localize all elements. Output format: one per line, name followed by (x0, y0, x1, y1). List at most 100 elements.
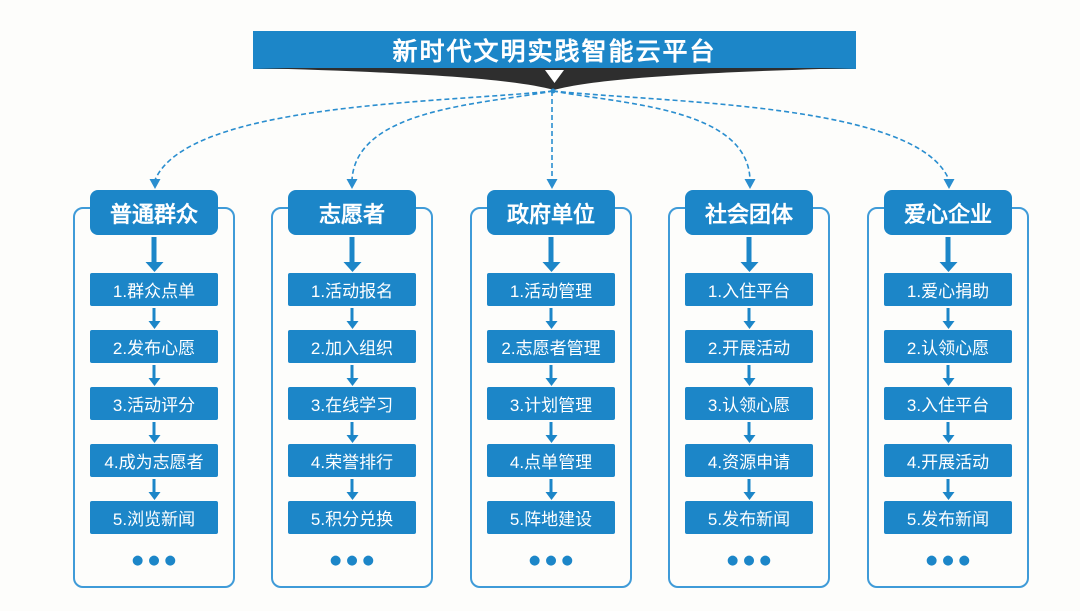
role-header-label: 志愿者 (318, 201, 385, 227)
step-label: 3.认领心愿 (707, 396, 791, 415)
step-box: 2.开展活动 (685, 330, 813, 363)
step-box: 3.认领心愿 (685, 387, 813, 420)
ellipsis-dots: ●●● (528, 553, 579, 568)
platform-title: 新时代文明实践智能云平台 (392, 38, 717, 66)
step-box: 1.活动报名 (288, 273, 416, 306)
role-header: 政府单位 (487, 190, 615, 235)
ellipsis-dots: ●●● (925, 553, 976, 568)
down-arrow-icon (152, 308, 156, 321)
role-header: 普通群众 (90, 190, 218, 235)
step-box: 4.成为志愿者 (90, 444, 218, 477)
step-label: 2.认领心愿 (906, 339, 990, 358)
arrowhead-icon (943, 179, 955, 189)
step-box: 4.点单管理 (487, 444, 615, 477)
step-label: 1.群众点单 (112, 282, 196, 301)
step-box: 5.发布新闻 (685, 501, 813, 534)
down-arrow-icon (946, 479, 950, 492)
dashed-connectors (149, 88, 955, 189)
role-header-label: 普通群众 (109, 201, 198, 227)
step-label: 1.活动管理 (509, 282, 593, 301)
step-label: 2.加入组织 (310, 339, 394, 358)
step-label: 4.点单管理 (509, 453, 593, 472)
step-label: 2.开展活动 (707, 339, 791, 358)
step-label: 3.活动评分 (112, 396, 196, 415)
down-arrow-icon (350, 365, 354, 378)
down-arrow-icon (549, 479, 553, 492)
step-box: 2.志愿者管理 (487, 330, 615, 363)
step-label: 1.入住平台 (707, 282, 791, 301)
role-header-label: 社会团体 (704, 201, 793, 227)
arrowhead-icon (346, 179, 358, 189)
step-box: 2.发布心愿 (90, 330, 218, 363)
down-arrow-icon (549, 308, 553, 321)
step-box: 4.资源申请 (685, 444, 813, 477)
dashed-connector-col-5 (552, 90, 950, 181)
step-label: 2.志愿者管理 (501, 339, 601, 358)
step-label: 1.活动报名 (310, 282, 394, 301)
step-label: 5.发布新闻 (707, 510, 791, 529)
down-caret-icon (545, 70, 564, 83)
down-arrow-icon (747, 479, 751, 492)
step-label: 3.在线学习 (310, 396, 394, 415)
down-arrow-icon (152, 422, 156, 435)
role-header-label: 政府单位 (506, 201, 595, 227)
down-arrow-icon (946, 365, 950, 378)
role-column-5: 爱心企业 ●●● 1.爱心捐助 2.认领心愿 3.入住平台 4.开展活动 5.发布新闻 (867, 190, 1029, 594)
step-box: 4.开展活动 (884, 444, 1012, 477)
step-box: 2.认领心愿 (884, 330, 1012, 363)
step-box: 5.发布新闻 (884, 501, 1012, 534)
role-column-1: 普通群众 ●●● 1.群众点单 2.发布心愿 3.活动评分 4.成为志愿者 5.浏览新闻 (73, 190, 235, 594)
role-header: 社会团体 (685, 190, 813, 235)
down-arrow-icon (152, 479, 156, 492)
down-arrow-icon (747, 308, 751, 321)
down-arrow-icon (946, 422, 950, 435)
arrowhead-icon (744, 179, 756, 189)
arrowhead-icon (149, 179, 161, 189)
step-label: 5.阵地建设 (509, 510, 593, 529)
step-label: 2.发布心愿 (112, 339, 196, 358)
down-arrow-icon (349, 237, 355, 262)
arrowhead-icon (546, 179, 558, 189)
step-box: 3.计划管理 (487, 387, 615, 420)
down-arrow-icon (747, 365, 751, 378)
step-label: 4.资源申请 (707, 453, 791, 472)
step-box: 1.爱心捐助 (884, 273, 1012, 306)
ellipsis-dots: ●●● (329, 553, 380, 568)
down-arrow-icon (548, 237, 554, 262)
step-label: 1.爱心捐助 (906, 282, 990, 301)
ellipsis-dots: ●●● (131, 553, 182, 568)
step-box: 1.群众点单 (90, 273, 218, 306)
down-arrow-icon (549, 422, 553, 435)
platform-title-banner: 新时代文明实践智能云平台 (253, 31, 856, 69)
step-label: 3.计划管理 (509, 396, 593, 415)
down-arrow-icon (747, 422, 751, 435)
step-box: 4.荣誉排行 (288, 444, 416, 477)
down-arrow-icon (350, 308, 354, 321)
step-box: 3.活动评分 (90, 387, 218, 420)
role-header: 志愿者 (288, 190, 416, 235)
step-box: 1.入住平台 (685, 273, 813, 306)
step-label: 4.荣誉排行 (310, 453, 394, 472)
down-arrow-icon (946, 308, 950, 321)
down-arrow-icon (151, 237, 157, 262)
step-label: 5.浏览新闻 (112, 510, 196, 529)
dashed-connector-col-4 (552, 90, 751, 181)
down-arrow-icon (350, 479, 354, 492)
step-box: 2.加入组织 (288, 330, 416, 363)
step-box: 5.阵地建设 (487, 501, 615, 534)
step-label: 4.成为志愿者 (104, 453, 204, 472)
down-arrow-icon (350, 422, 354, 435)
dashed-connector-col-2 (351, 90, 554, 181)
down-arrow-icon (152, 365, 156, 378)
role-column-3: 政府单位 ●●● 1.活动管理 2.志愿者管理 3.计划管理 4.点单管理 5.阵地建设 (470, 190, 632, 594)
banner-ribbon (253, 68, 856, 90)
step-label: 3.入住平台 (906, 396, 990, 415)
down-arrow-icon (549, 365, 553, 378)
step-box: 3.入住平台 (884, 387, 1012, 420)
role-header-label: 爱心企业 (903, 201, 992, 227)
down-arrow-icon (746, 237, 752, 262)
step-label: 5.发布新闻 (906, 510, 990, 529)
